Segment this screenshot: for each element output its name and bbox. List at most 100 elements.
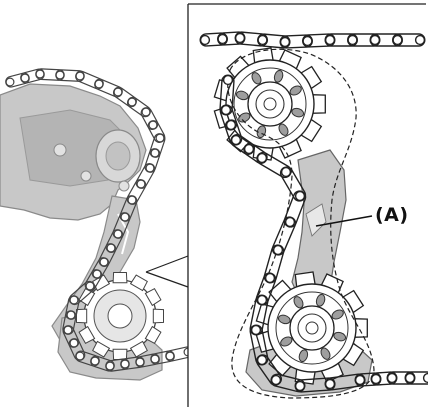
zoom-connector-lower	[145, 271, 189, 288]
chain-pin	[280, 166, 292, 178]
callout-label-a: (A)	[375, 204, 409, 226]
chain-pin	[392, 34, 403, 46]
chain-pin	[20, 73, 30, 83]
pulley-window	[293, 296, 304, 309]
pulley-window	[235, 90, 249, 101]
pulley-window	[273, 69, 284, 83]
chain-pin	[150, 148, 160, 158]
derailleur-overview	[0, 68, 188, 381]
zoom-connector-upper	[145, 255, 189, 273]
chain-pin	[155, 133, 165, 143]
pulley-tooth	[144, 288, 162, 307]
chain-pin	[256, 152, 268, 164]
pulley-window	[280, 336, 293, 347]
chain-pin	[243, 143, 255, 155]
chain-pin	[324, 378, 336, 390]
chain-pin	[150, 354, 160, 364]
lower-tension-pulley	[255, 271, 368, 385]
pulley-tooth	[112, 272, 128, 284]
pulley-window	[251, 72, 262, 85]
chain-pin	[199, 34, 211, 46]
chain-pin	[370, 373, 382, 385]
chain-pin	[324, 34, 336, 46]
pulley-window	[289, 85, 302, 96]
chain-pin	[145, 163, 155, 173]
pulley-window	[277, 314, 291, 325]
chain-pin	[141, 107, 151, 117]
pulley-window	[315, 293, 326, 307]
pulley-window	[291, 107, 305, 118]
callout-leader	[315, 215, 373, 227]
pulley-window	[298, 349, 309, 363]
chain-pin	[120, 212, 130, 222]
chain-pin	[386, 372, 398, 384]
pulley-window	[331, 309, 344, 320]
chain-pin	[92, 269, 102, 279]
upper-guide-pulley	[213, 47, 326, 161]
chain-pin	[113, 229, 123, 239]
pulley-tooth	[129, 274, 148, 292]
chain-pin	[217, 33, 228, 45]
chain-pin	[369, 34, 381, 46]
chain-pin	[183, 347, 188, 357]
pulley-tooth	[152, 308, 164, 324]
chain-pin	[256, 354, 268, 366]
chain-pin	[127, 195, 137, 205]
pulley-tooth	[144, 325, 162, 344]
chain-pin	[422, 372, 428, 384]
chain-pin	[99, 257, 109, 267]
chain-pin	[354, 374, 366, 386]
pulley-tooth	[76, 308, 88, 324]
chain-pin	[75, 71, 85, 81]
chain-pin	[35, 69, 45, 79]
chain-pin	[90, 356, 100, 366]
chain-pin	[66, 310, 76, 320]
pulley-tooth	[112, 348, 128, 360]
chain-pin	[256, 294, 268, 306]
chain-pin	[302, 35, 313, 47]
chain-pin	[414, 34, 426, 46]
chain-pin	[270, 374, 282, 386]
chain-pin	[279, 36, 291, 48]
chain-pin	[69, 338, 79, 348]
chain-pin	[230, 134, 242, 146]
chain-pin	[55, 70, 65, 80]
pulley-window	[320, 347, 331, 360]
chain-pin	[94, 79, 104, 89]
pulley-window	[238, 112, 251, 123]
chain-pin	[69, 295, 79, 305]
chain-pin	[234, 32, 246, 44]
chain-pin	[272, 244, 284, 256]
chain-pin	[294, 190, 306, 202]
pulley-tooth	[78, 325, 96, 344]
chain-pin	[294, 380, 306, 392]
chain-pin	[404, 372, 416, 384]
chain-pin	[225, 119, 237, 131]
chain-pin	[222, 74, 234, 86]
chain-pin	[106, 243, 116, 253]
pulley-tooth	[92, 340, 111, 358]
detail-panel	[187, 3, 428, 407]
chain-pin	[347, 34, 358, 46]
chain-pin	[165, 351, 175, 361]
chain-pin	[136, 179, 146, 189]
chain-pin	[113, 87, 123, 97]
chain	[199, 31, 428, 393]
chain-pin	[63, 325, 73, 335]
chain-pin	[105, 361, 115, 371]
chain-pin	[127, 97, 137, 107]
chain-pin	[264, 272, 276, 284]
pulley-window	[278, 123, 289, 136]
chain-pin	[220, 104, 232, 116]
chain-pin	[75, 351, 85, 361]
chain-pin	[148, 120, 158, 130]
chain-pin	[250, 324, 262, 336]
dashed-outline	[227, 48, 375, 399]
pulley-window	[333, 331, 347, 342]
chain-pin	[85, 281, 95, 291]
chain-pin	[135, 357, 145, 367]
chain-pin	[257, 34, 268, 46]
chain-pin	[120, 359, 130, 369]
chain-pin	[284, 216, 296, 228]
